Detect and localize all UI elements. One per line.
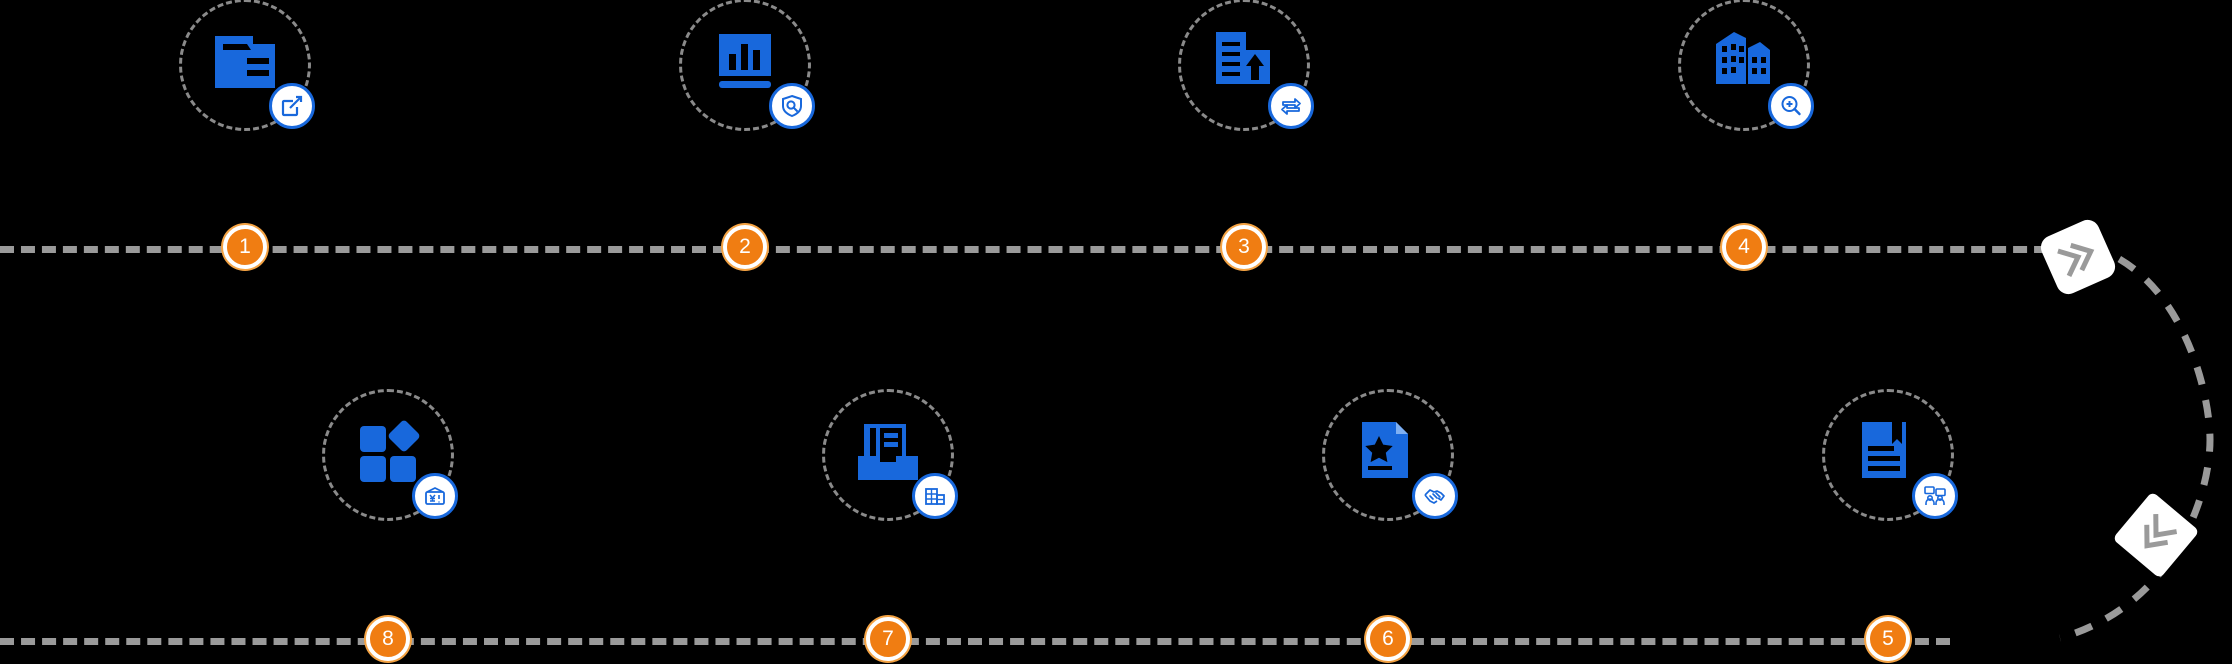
step-marker-5[interactable]: 5 [1866, 617, 1910, 661]
arrow-chip-forward [2037, 216, 2119, 298]
edit-pencil-square-icon [269, 83, 315, 129]
step-marker-3[interactable]: 3 [1222, 225, 1266, 269]
folder-document-icon [207, 24, 283, 100]
dashed-ring [822, 389, 954, 521]
dashed-ring [1322, 389, 1454, 521]
bookmarked-document-icon [1850, 414, 1926, 490]
node-step-4[interactable] [1678, 0, 1814, 131]
top-dashed-rail [0, 246, 2090, 253]
bottom-dashed-rail [0, 638, 1950, 645]
node-step-3[interactable] [1178, 0, 1314, 131]
dashed-ring [1678, 0, 1810, 131]
exchange-arrows-icon [1268, 83, 1314, 129]
arrow-chip-return [2112, 491, 2200, 579]
dashed-ring [679, 0, 811, 131]
bar-chart-report-icon [707, 24, 783, 100]
discussion-people-icon [1912, 473, 1958, 519]
dashed-ring [179, 0, 311, 131]
dashed-ring [1822, 389, 1954, 521]
node-step-8[interactable] [322, 389, 458, 521]
certificate-star-document-icon [1350, 414, 1426, 490]
magnifier-plus-icon [1768, 83, 1814, 129]
office-building-icon [912, 473, 958, 519]
node-step-1[interactable] [179, 0, 315, 131]
dashed-ring [322, 389, 454, 521]
step-marker-1[interactable]: 1 [223, 225, 267, 269]
node-step-5[interactable] [1822, 389, 1958, 521]
step-marker-4[interactable]: 4 [1722, 225, 1766, 269]
shield-search-icon [769, 83, 815, 129]
money-yen-icon [412, 473, 458, 519]
dashed-ring [1178, 0, 1310, 131]
step-marker-6[interactable]: 6 [1366, 617, 1410, 661]
step-marker-7[interactable]: 7 [866, 617, 910, 661]
node-step-2[interactable] [679, 0, 815, 131]
archive-box-icon [850, 414, 926, 490]
node-step-7[interactable] [822, 389, 958, 521]
double-chevron-right-icon [2057, 242, 2095, 277]
handshake-icon [1412, 473, 1458, 519]
modules-blocks-icon [350, 414, 426, 490]
document-upload-icon [1206, 24, 1282, 100]
double-chevron-down-left-icon [2144, 514, 2178, 549]
step-marker-2[interactable]: 2 [723, 225, 767, 269]
node-step-6[interactable] [1322, 389, 1458, 521]
city-buildings-icon [1706, 24, 1782, 100]
step-marker-8[interactable]: 8 [366, 617, 410, 661]
